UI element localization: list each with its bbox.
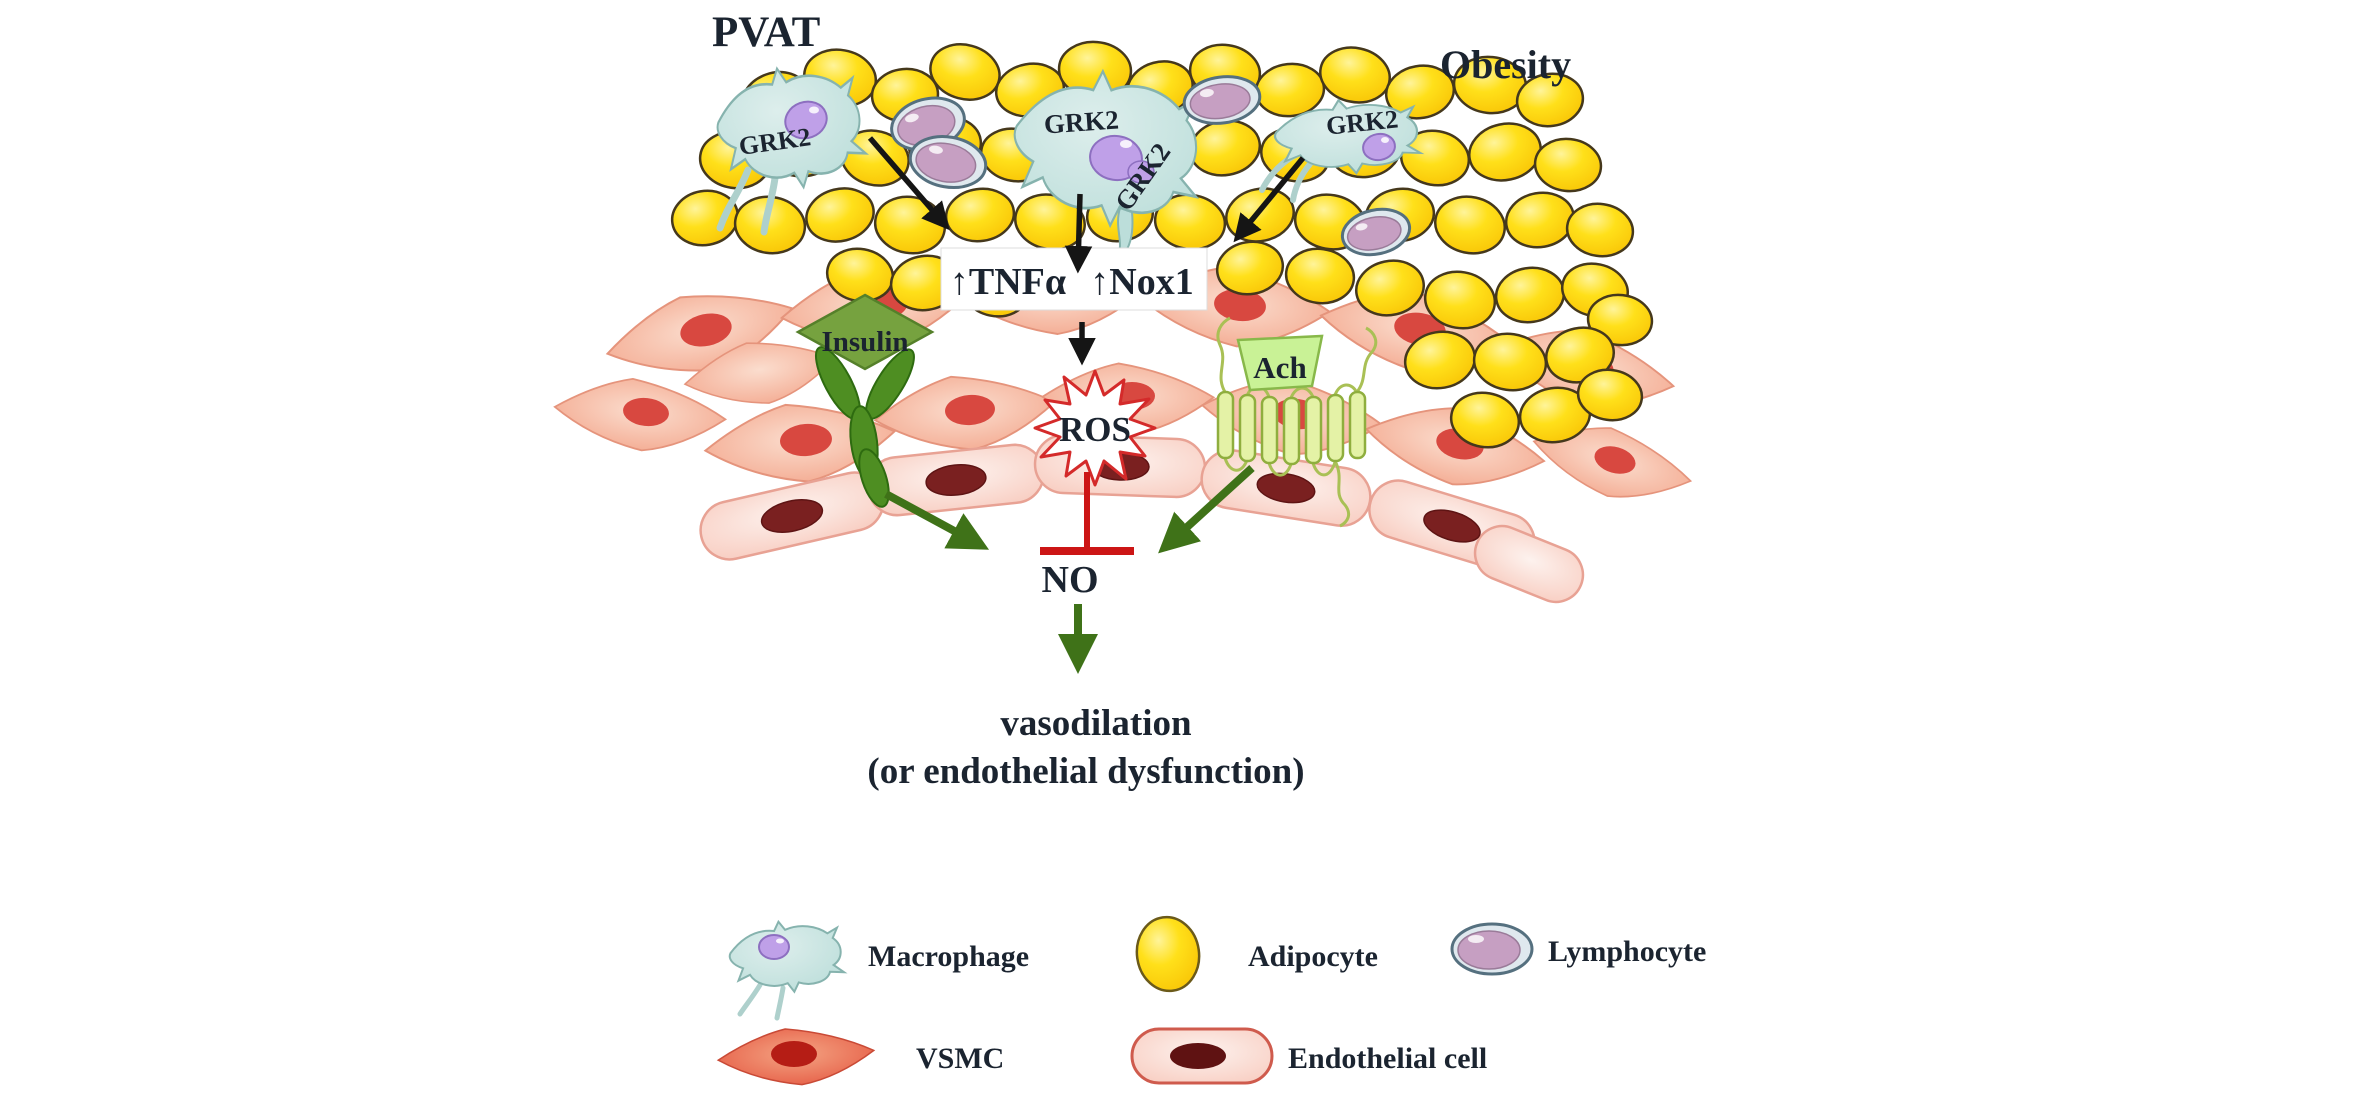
arrow-ach-to-no	[1158, 465, 1255, 554]
legend-label-vsmc: VSMC	[916, 1042, 1004, 1075]
macrophage-right: GRK2	[1259, 94, 1423, 203]
tnf-label: ↑TNFα	[950, 261, 1066, 303]
legend-label-macrophage: Macrophage	[868, 940, 1029, 973]
lymphocytes	[890, 75, 1412, 257]
ach-ligand: Ach	[1236, 334, 1324, 392]
arrow-insulin-to-no	[884, 490, 990, 550]
legend-label-endothelial: Endothelial cell	[1288, 1042, 1487, 1075]
legend-item-macrophage: Macrophage	[726, 916, 1029, 1021]
insulin-ligand: Insulin	[795, 293, 935, 371]
grk2-label-center-1: GRK2	[1043, 104, 1120, 139]
ros-label: ROS	[1059, 410, 1131, 449]
endothelial-cell-icon	[1130, 1027, 1274, 1085]
legend-item-lymphocyte: Lymphocyte	[1450, 922, 1706, 976]
arrow-macrophage-left	[867, 136, 950, 231]
outcome-line1: vasodilation	[1000, 703, 1192, 744]
grk2-signal-arrows	[867, 136, 1306, 366]
lymphocyte-icon	[1450, 922, 1534, 976]
ros-burst: ROS	[1033, 369, 1157, 487]
tnf-nox-box: ↑TNFα ↑Nox1	[940, 247, 1208, 311]
arrow-macrophage-center	[1064, 193, 1093, 274]
insulin-label: Insulin	[821, 326, 908, 358]
inhibition-line	[1040, 472, 1134, 555]
pvat-label: PVAT	[712, 9, 821, 56]
insulin-receptor	[814, 346, 915, 508]
macrophage-center: GRK2 GRK2	[1007, 64, 1206, 260]
outcome-line2: (or endothelial dysfunction)	[867, 751, 1304, 792]
legend-item-adipocyte: Adipocyte	[1135, 915, 1378, 993]
obesity-label: Obesity	[1440, 42, 1571, 87]
no-label: NO	[1042, 559, 1099, 601]
arrow-macrophage-right	[1233, 156, 1306, 243]
adipocyte-icon	[1135, 915, 1201, 993]
transmembrane-helices	[1216, 390, 1367, 466]
legend-label-adipocyte: Adipocyte	[1248, 940, 1378, 973]
ach-label: Ach	[1253, 350, 1306, 385]
legend: Macrophage Adipocyte Lymphocyte VSMC End…	[716, 915, 1706, 1089]
ach-receptor	[1216, 316, 1378, 528]
legend-label-lymphocyte: Lymphocyte	[1548, 935, 1706, 968]
legend-item-vsmc: VSMC	[716, 1025, 1004, 1089]
macrophage-left: GRK2	[710, 59, 870, 236]
outcome-text: vasodilation (or endothelial dysfunction…	[867, 703, 1304, 792]
receptor-loops	[1216, 316, 1378, 528]
legend-item-endothelial: Endothelial cell	[1130, 1027, 1487, 1085]
nox-label: ↑Nox1	[1090, 261, 1193, 303]
